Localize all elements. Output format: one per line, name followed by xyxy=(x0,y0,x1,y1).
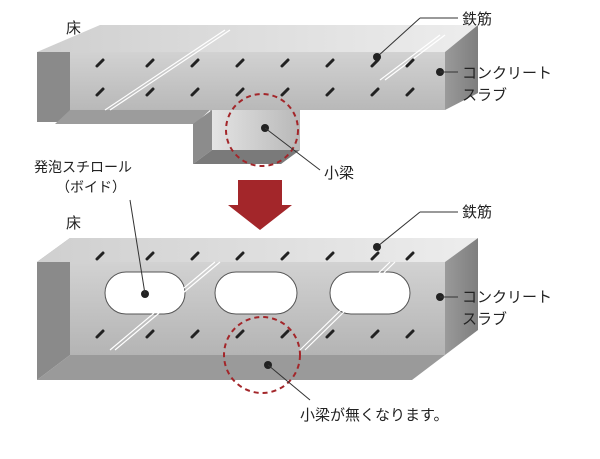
top-slab-left-face xyxy=(37,52,70,122)
bottom-slab-left-face xyxy=(37,238,70,380)
bottom-rebar-dot xyxy=(370,251,380,261)
top-slab-label-line2: スラブ xyxy=(462,86,507,104)
bottom-slab-bottom-face xyxy=(37,355,445,380)
top-rebar-dot xyxy=(280,58,290,68)
top-rebar-dot xyxy=(190,87,200,97)
top-rebar-dots xyxy=(95,58,415,97)
bottom-rebar-dot xyxy=(235,251,245,261)
top-rebar-dot xyxy=(405,87,415,97)
bottom-rebar-dot xyxy=(235,329,245,339)
top-slab xyxy=(37,17,478,171)
top-beam-highlight-circle xyxy=(225,93,299,167)
top-slab-right-face xyxy=(445,25,478,110)
bottom-rebar-dot xyxy=(95,251,105,261)
top-rebar-lines xyxy=(104,29,446,111)
bottom-rebar-marker xyxy=(373,243,381,251)
bottom-rebar-lines xyxy=(109,261,396,351)
bottom-rebar-dot xyxy=(370,329,380,339)
bottom-void-leader xyxy=(129,199,146,295)
top-slab-bottom-lip xyxy=(55,110,210,124)
top-rebar-dot xyxy=(190,58,200,68)
top-rebar-dot xyxy=(280,87,290,97)
bottom-slab-right-face xyxy=(445,238,478,355)
bottom-slab xyxy=(37,199,478,401)
bottom-rebar-dot xyxy=(325,329,335,339)
top-beam-leader xyxy=(264,127,321,171)
top-rebar-label: 鉄筋 xyxy=(462,10,492,28)
bottom-slab-top-face xyxy=(37,238,478,262)
top-beam-label: 小梁 xyxy=(324,164,354,182)
top-rebar-dot xyxy=(235,87,245,97)
top-rebar-dot xyxy=(95,58,105,68)
top-rebar-marker xyxy=(373,53,381,61)
void-center xyxy=(214,271,298,315)
top-rebar-dot xyxy=(95,87,105,97)
bottom-note-label: 小梁が無くなります。 xyxy=(300,406,449,424)
bottom-rebar-dot xyxy=(405,251,415,261)
bottom-rebar-dot xyxy=(405,329,415,339)
bottom-rebar-dot xyxy=(190,329,200,339)
bottom-note-leader xyxy=(267,364,311,401)
top-rebar-dot xyxy=(145,87,155,97)
bottom-rebar-dot xyxy=(280,329,290,339)
bottom-slab-label-line1: コンクリート xyxy=(462,288,552,306)
void-label-line1: 発泡スチロール xyxy=(34,160,132,176)
bottom-rebar-label: 鉄筋 xyxy=(462,203,492,221)
top-rebar-dot xyxy=(405,58,415,68)
bottom-floor-label: 床 xyxy=(66,214,81,232)
top-rebar-dot xyxy=(235,58,245,68)
top-rebar-leader xyxy=(377,17,421,57)
bottom-rebar-dot xyxy=(280,251,290,261)
bottom-rebar-dot xyxy=(190,251,200,261)
bottom-voids xyxy=(104,271,411,315)
bottom-rebar-dot xyxy=(325,251,335,261)
bottom-rebar-dots xyxy=(95,251,415,339)
top-rebar-dot xyxy=(145,58,155,68)
top-floor-label: 床 xyxy=(66,19,81,37)
top-rebar-dot xyxy=(370,87,380,97)
top-beam-front-face xyxy=(212,110,300,150)
top-slab-top-face xyxy=(37,25,478,52)
top-rebar-dot xyxy=(325,87,335,97)
top-slab-label-line1: コンクリート xyxy=(462,64,552,82)
void-label-line2: （ボイド） xyxy=(56,180,126,196)
top-beam-bottom-face xyxy=(193,150,300,164)
top-rebar-dot xyxy=(325,58,335,68)
void-right xyxy=(329,271,411,315)
bottom-rebar-dot xyxy=(145,329,155,339)
bottom-rebar-dot xyxy=(95,329,105,339)
top-beam-left-face xyxy=(193,110,212,164)
bottom-rebar-leader xyxy=(377,211,421,247)
bottom-beam-highlight-circle xyxy=(223,316,301,394)
bottom-slab-label-line2: スラブ xyxy=(462,310,507,328)
bottom-rebar-dot xyxy=(145,251,155,261)
top-slab-front-face xyxy=(70,52,445,120)
down-arrow-icon xyxy=(228,180,292,230)
